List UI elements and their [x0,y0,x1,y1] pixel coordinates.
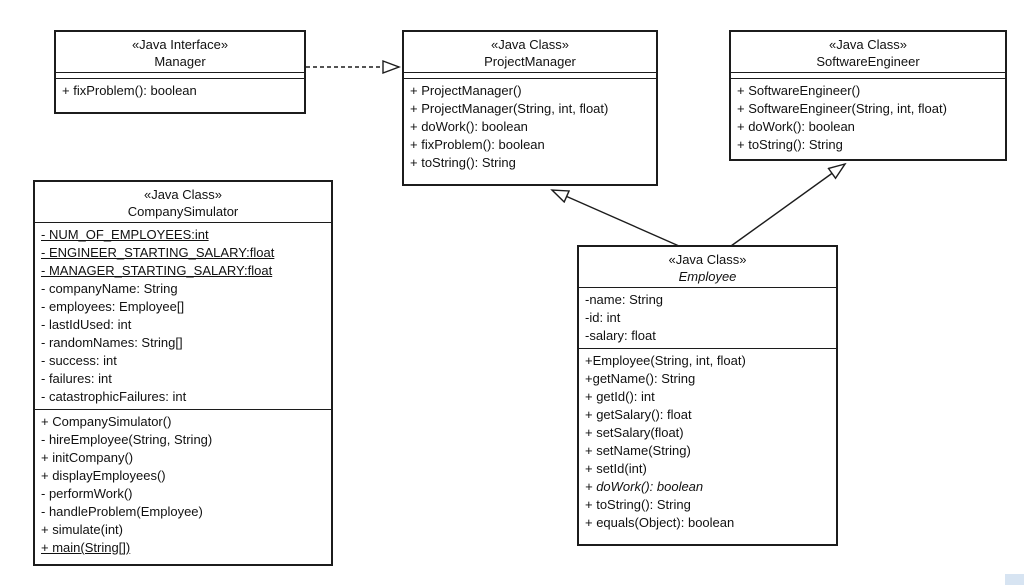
member-row: + CompanySimulator() [41,414,172,429]
member-row: -salary: float [585,328,656,343]
member-row: - lastIdUsed: int [41,317,132,332]
methods-compartment: + fixProblem(): boolean [56,79,304,112]
class-box-employee[interactable]: «Java Class» Employee -name: String -id: … [577,245,838,546]
class-title: «Java Class» Employee [579,247,836,288]
member-row: - success: int [41,353,117,368]
attributes-compartment [404,73,656,79]
member-row: + setId(int) [585,461,647,476]
member-row: + displayEmployees() [41,468,166,483]
class-box-manager[interactable]: «Java Interface» Manager + fixProblem():… [54,30,306,114]
stereotype-label: «Java Class» [668,252,747,267]
corner-artifact [1005,574,1024,585]
member-row: - MANAGER_STARTING_SALARY:float [41,263,273,278]
attributes-compartment [56,73,304,79]
member-row: -id: int [585,310,621,325]
stereotype-label: «Java Class» [828,37,908,52]
member-row: + fixProblem(): boolean [62,83,197,98]
member-row: - employees: Employee[] [41,299,185,314]
stereotype-label: «Java Class» [143,187,223,202]
member-row: + SoftwareEngineer(String, int, float) [737,101,947,116]
member-row: - NUM_OF_EMPLOYEES:int [41,227,209,242]
class-name: SoftwareEngineer [816,54,920,69]
member-row: + fixProblem(): boolean [410,137,545,152]
member-row: + equals(Object): boolean [585,515,735,530]
generalization-edge-employee-to-projectmanager[interactable] [552,190,680,247]
member-row: + doWork(): boolean [585,479,704,494]
class-title: «Java Class» CompanySimulator [35,182,331,223]
class-box-softwareengineer[interactable]: «Java Class» SoftwareEngineer + Software… [729,30,1007,161]
member-row: -name: String [585,292,664,307]
member-row: - hireEmployee(String, String) [41,432,213,447]
class-title: «Java Interface» Manager [56,32,304,73]
member-row: - randomNames: String[] [41,335,183,350]
member-row: + toString(): String [737,137,843,152]
attributes-compartment [731,73,1005,79]
methods-compartment: + SoftwareEngineer() + SoftwareEngineer(S… [731,79,1005,159]
methods-compartment: + ProjectManager() + ProjectManager(Strin… [404,79,656,184]
generalization-edge-employee-to-softwareengineer[interactable] [730,164,845,247]
member-row: + setSalary(float) [585,425,684,440]
member-row: + initCompany() [41,450,134,465]
class-title: «Java Class» SoftwareEngineer [731,32,1005,73]
member-row: + setName(String) [585,443,691,458]
member-row: + doWork(): boolean [410,119,528,134]
member-row: + getSalary(): float [585,407,692,422]
member-row: +getName(): String [585,371,696,386]
class-box-companysimulator[interactable]: «Java Class» CompanySimulator - NUM_OF_E… [33,180,333,566]
stereotype-label: «Java Interface» [131,37,229,52]
member-row: + toString(): String [410,155,516,170]
class-name: Manager [154,54,206,69]
methods-compartment: + CompanySimulator() - hireEmployee(Strin… [35,410,331,564]
member-row: +Employee(String, int, float) [585,353,746,368]
member-row: + doWork(): boolean [737,119,855,134]
class-name: CompanySimulator [127,204,239,219]
member-row: + main(String[]) [41,540,131,555]
member-row: + simulate(int) [41,522,123,537]
attributes-compartment: - NUM_OF_EMPLOYEES:int - ENGINEER_STARTIN… [35,223,331,410]
member-row: - companyName: String [41,281,178,296]
class-name: Employee [678,269,737,284]
member-row: + SoftwareEngineer() [737,83,861,98]
member-row: - catastrophicFailures: int [41,389,187,404]
member-row: + getId(): int [585,389,655,404]
member-row: - handleProblem(Employee) [41,504,203,519]
methods-compartment: +Employee(String, int, float) +getName():… [579,349,836,544]
stereotype-label: «Java Class» [490,37,570,52]
member-row: - failures: int [41,371,112,386]
member-row: - performWork() [41,486,133,501]
class-name: ProjectManager [484,54,576,69]
member-row: + ProjectManager(String, int, float) [410,101,609,116]
member-row: + toString(): String [585,497,691,512]
class-title: «Java Class» ProjectManager [404,32,656,73]
member-row: - ENGINEER_STARTING_SALARY:float [41,245,275,260]
member-row: + ProjectManager() [410,83,522,98]
class-box-projectmanager[interactable]: «Java Class» ProjectManager + ProjectMan… [402,30,658,186]
attributes-compartment: -name: String -id: int -salary: float [579,288,836,349]
